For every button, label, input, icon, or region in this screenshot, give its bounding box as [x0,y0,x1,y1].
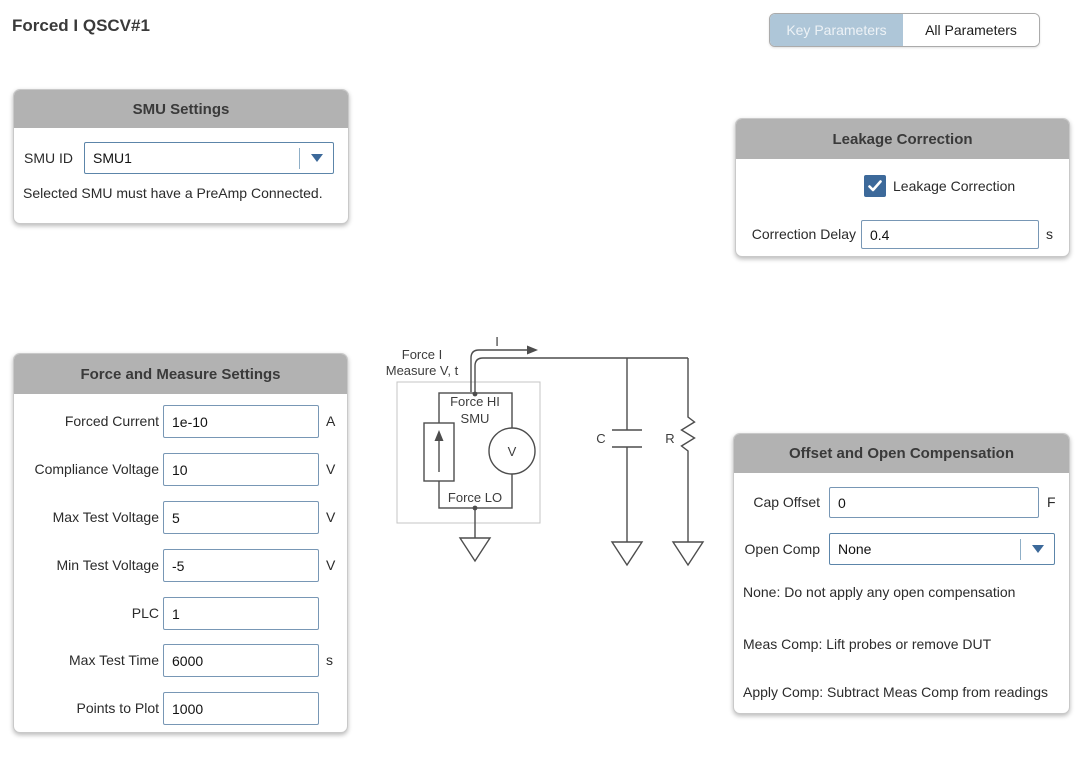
smu-settings-panel: SMU Settings SMU ID SMU1 Selected SMU mu… [13,89,349,224]
dropdown-separator [1020,538,1021,560]
checkmark-icon [868,180,882,192]
force-lo-node [472,505,478,511]
forced-current-unit: A [326,413,336,429]
chevron-down-icon [300,154,333,162]
hi-wire [474,357,688,394]
parameters-tab-group: Key Parameters All Parameters [769,13,1040,47]
circuit-diagram: Force I Measure V, t I Force HI SMU Forc… [386,334,705,567]
open-comp-value: None [838,541,872,557]
cap-offset-unit: F [1047,494,1056,510]
compliance-voltage-label: Compliance Voltage [34,461,159,477]
smu-label: SMU [461,411,490,426]
dropdown-separator [299,147,300,169]
max-test-voltage-input[interactable] [163,501,319,534]
max-test-voltage-unit: V [326,509,336,525]
leakage-checkbox-label: Leakage Correction [893,178,1016,194]
current-arrow-label: I [495,334,499,349]
leakage-correction-panel: Leakage Correction Leakage Correction Co… [735,118,1070,257]
max-test-time-label: Max Test Time [69,652,159,668]
resistor-zigzag [680,415,696,458]
capacitor-label: C [596,431,605,446]
min-test-voltage-label: Min Test Voltage [56,557,159,573]
force-hi-label: Force HI [450,394,500,409]
smu-enclosure [396,381,541,524]
page-title: Forced I QSCV#1 [12,16,150,35]
chevron-down-icon [1021,545,1054,553]
smu-id-dropdown[interactable]: SMU1 [84,142,334,174]
points-to-plot-input[interactable] [163,692,319,725]
max-test-time-unit: s [326,652,333,668]
offset-open-comp-panel: Offset and Open Compensation Cap Offset … [733,433,1070,714]
force-measure-settings-panel: Force and Measure Settings Forced Curren… [13,353,348,733]
points-to-plot-label: Points to Plot [76,700,160,716]
current-source-arrowhead-icon [434,430,444,441]
cap-offset-input[interactable] [829,487,1039,518]
min-test-voltage-input[interactable] [163,549,319,582]
ground-icon [671,541,705,567]
min-test-voltage-unit: V [326,557,336,573]
correction-delay-label: Correction Delay [751,226,856,242]
voltmeter-label: V [508,444,517,459]
force-lo-label: Force LO [448,490,502,505]
ground-icon [458,537,492,563]
correction-delay-input[interactable] [861,220,1039,249]
compliance-voltage-unit: V [326,461,336,477]
open-comp-dropdown[interactable]: None [829,533,1055,565]
open-comp-help-meas: Meas Comp: Lift probes or remove DUT [743,636,992,652]
tab-all-parameters[interactable]: All Parameters [903,14,1039,46]
leakage-correction-header: Leakage Correction [736,119,1069,159]
forced-current-input[interactable] [163,405,319,438]
max-test-voltage-label: Max Test Voltage [52,509,159,525]
leakage-correction-checkbox[interactable] [864,175,886,197]
diagram-mode-line2: Measure V, t [386,363,459,378]
correction-delay-unit: s [1046,226,1053,242]
max-test-time-input[interactable] [163,644,319,677]
open-comp-help-none: None: Do not apply any open compensation [743,584,1016,600]
smu-id-label: SMU ID [24,150,73,166]
forced-current-label: Forced Current [64,413,159,429]
voltmeter-circle [488,427,536,475]
cap-offset-label: Cap Offset [753,494,820,510]
diagram-mode-line1: Force I [402,347,442,362]
plc-input[interactable] [163,597,319,630]
compliance-voltage-input[interactable] [163,453,319,486]
smu-settings-header: SMU Settings [14,90,348,128]
offset-open-comp-header: Offset and Open Compensation [734,434,1069,473]
open-comp-help-apply: Apply Comp: Subtract Meas Comp from read… [743,684,1049,700]
tab-key-parameters[interactable]: Key Parameters [770,14,903,46]
current-arrowhead-icon [527,345,538,355]
ground-icon [610,541,644,567]
force-measure-settings-header: Force and Measure Settings [14,354,347,394]
plc-label: PLC [131,605,159,621]
smu-id-value: SMU1 [93,150,132,166]
force-hi-node [472,391,478,397]
resistor-label: R [665,431,674,446]
current-arrow-line [470,349,528,392]
open-comp-label: Open Comp [744,541,820,557]
smu-note: Selected SMU must have a PreAmp Connecte… [23,185,323,201]
